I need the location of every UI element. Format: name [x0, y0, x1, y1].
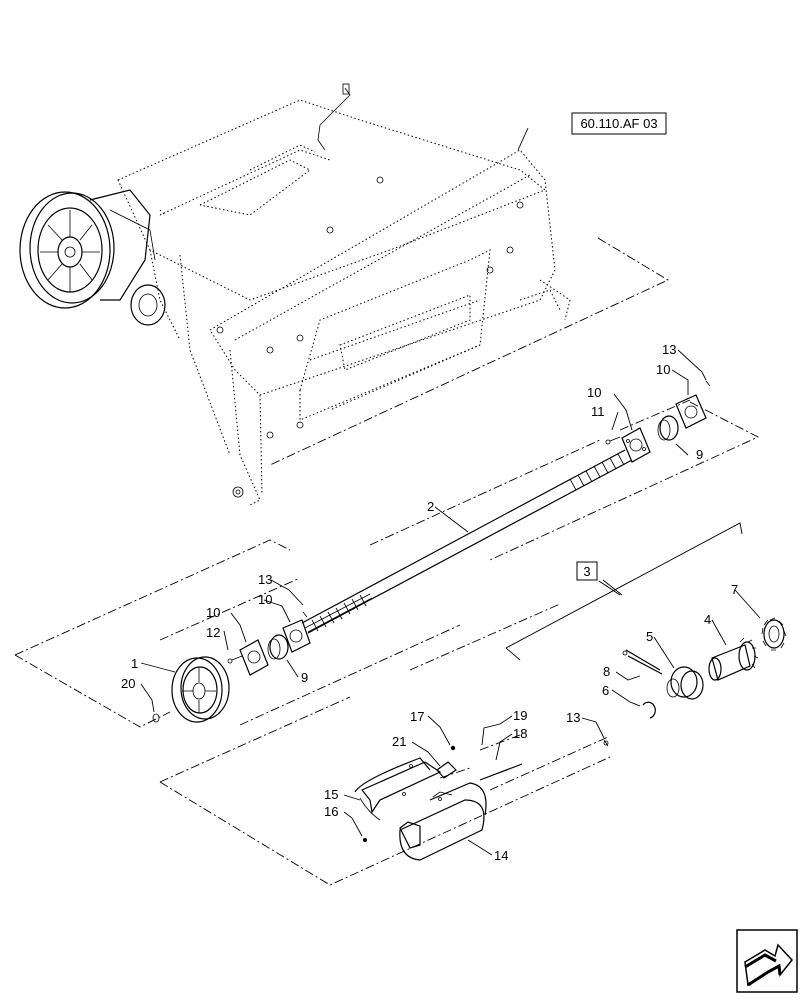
callout-labels: 13 10 10 11 9 2 13 10 10 12 9 1 20 7 4 5… — [121, 342, 738, 863]
shield-plane — [159, 603, 611, 886]
callout-20: 20 — [121, 676, 135, 691]
callout-10: 10 — [258, 592, 272, 607]
callout-21: 21 — [392, 734, 406, 749]
callout-1: 1 — [131, 656, 138, 671]
drive-shaft — [301, 449, 633, 634]
leader-lines — [140, 127, 761, 856]
next-page-arrow-icon[interactable] — [736, 929, 798, 993]
callout-8: 8 — [603, 664, 610, 679]
callout-2: 2 — [427, 499, 434, 514]
callout-10: 10 — [587, 385, 601, 400]
callout-13: 13 — [566, 710, 580, 725]
callout-17: 17 — [410, 709, 424, 724]
bracket-part-21 — [436, 761, 457, 779]
callout-13: 13 — [662, 342, 676, 357]
bolt-part-13-lower — [603, 739, 609, 747]
callout-19: 19 — [513, 708, 527, 723]
callout-9: 9 — [696, 447, 703, 462]
callout-7: 7 — [731, 582, 738, 597]
rod-part-18 — [479, 763, 523, 781]
callout-10: 10 — [656, 362, 670, 377]
reference-label[interactable]: 60.110.AF 03 — [580, 116, 657, 131]
kit-3-leader — [505, 522, 743, 661]
frame-drive-pulley — [19, 189, 166, 326]
sprocket-part-7 — [761, 617, 787, 651]
hub-part-4 — [708, 637, 759, 681]
left-bearing-group — [227, 611, 311, 676]
shield-part-15 — [354, 757, 442, 821]
callout-4: 4 — [704, 612, 711, 627]
callout-13: 13 — [258, 572, 272, 587]
callout-12: 12 — [206, 625, 220, 640]
callout-18: 18 — [513, 726, 527, 741]
callout-15: 15 — [324, 787, 338, 802]
pin-part-8 — [622, 649, 663, 675]
callout-5: 5 — [646, 629, 653, 644]
callout-16: 16 — [324, 804, 338, 819]
shaft-assembly-plane — [14, 237, 760, 728]
kit-box-3: 3 — [576, 561, 598, 581]
callout-9: 9 — [301, 670, 308, 685]
callout-6: 6 — [602, 683, 609, 698]
callout-14: 14 — [494, 848, 508, 863]
frame-bolts — [216, 176, 524, 498]
snap-ring-part-6 — [642, 701, 656, 719]
right-bearing-group — [605, 380, 711, 463]
callout-11: 11 — [591, 404, 605, 419]
pulley-sheave — [152, 656, 230, 723]
hardware-dots — [363, 745, 456, 842]
callout-10: 10 — [206, 605, 220, 620]
bearing-part-5 — [666, 666, 704, 700]
reference-box[interactable]: 60.110.AF 03 — [571, 112, 667, 135]
chassis-frame — [117, 83, 571, 506]
callout-3: 3 — [583, 564, 590, 579]
shield-part-14 — [399, 782, 487, 861]
